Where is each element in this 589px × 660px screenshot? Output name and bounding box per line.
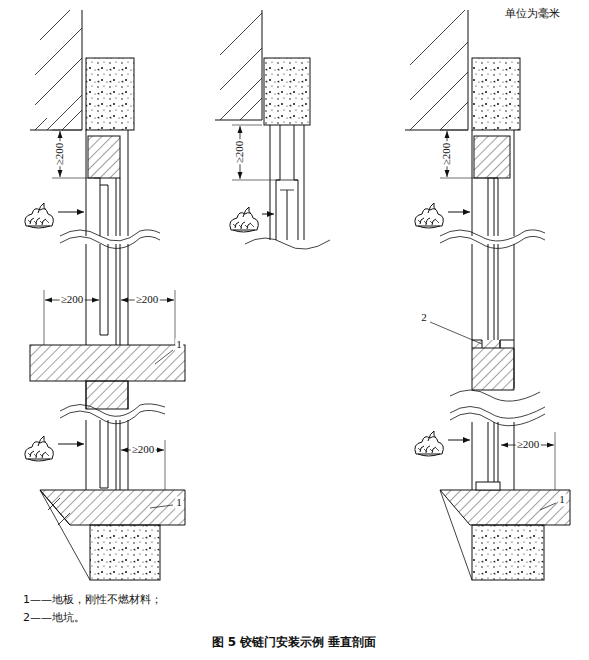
right-section xyxy=(405,10,570,580)
dimension: ≥200 xyxy=(516,438,541,451)
unit-note: 单位为毫米 xyxy=(504,7,561,20)
figure-caption: 图 5 铰链门安装示例 垂直剖面 xyxy=(211,635,378,649)
dimension: ≥200 xyxy=(60,293,85,306)
callout-number: 2 xyxy=(420,311,428,324)
middle-section xyxy=(215,10,330,249)
dimension: ≥200 xyxy=(53,142,66,167)
dimension: ≥200 xyxy=(233,140,246,165)
dimension: ≥200 xyxy=(131,443,156,456)
dimension: ≥200 xyxy=(135,293,160,306)
legend-note: 1——地板，刚性不燃材料； xyxy=(22,593,163,606)
callout-number: 1 xyxy=(175,496,183,509)
legend-note: 2——地坑。 xyxy=(22,611,86,624)
callout-number: 1 xyxy=(558,493,566,506)
left-section xyxy=(25,10,185,580)
callout-number: 1 xyxy=(175,338,183,351)
dimension: ≥200 xyxy=(440,142,453,167)
